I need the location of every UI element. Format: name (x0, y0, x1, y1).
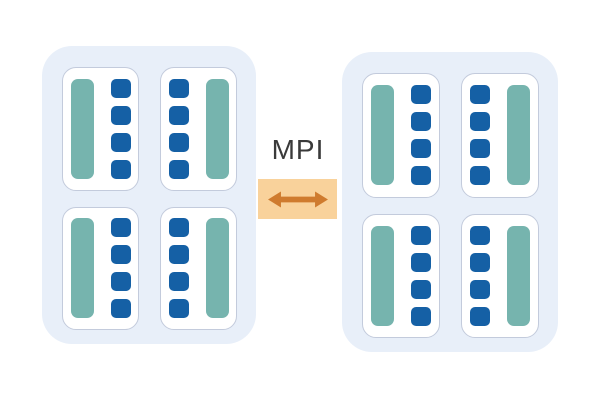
core-square (110, 245, 131, 265)
accelerator-bar (70, 78, 94, 179)
core-column (110, 218, 131, 319)
accelerator-bar (507, 85, 530, 186)
core-square (411, 225, 431, 245)
socket-card (362, 213, 440, 338)
socket-card (62, 206, 139, 330)
core-square (470, 306, 490, 326)
accelerator-bar (70, 218, 94, 319)
core-square (470, 166, 490, 186)
core-square (168, 105, 189, 125)
core-square (168, 78, 189, 98)
core-square (411, 279, 431, 299)
core-square (110, 159, 131, 179)
core-square (470, 279, 490, 299)
socket-card (461, 73, 539, 198)
compute-node-left (42, 46, 256, 344)
compute-node-right (342, 52, 558, 352)
core-square (470, 252, 490, 272)
accelerator-bar (371, 85, 394, 186)
core-square (168, 245, 189, 265)
socket-card (362, 73, 440, 198)
core-column (168, 218, 189, 319)
core-column (470, 225, 490, 326)
core-square (411, 252, 431, 272)
socket-card (160, 206, 237, 330)
core-column (411, 225, 431, 326)
core-square (168, 272, 189, 292)
core-square (110, 105, 131, 125)
mpi-label: MPI (271, 134, 325, 165)
core-square (168, 159, 189, 179)
socket-card (160, 67, 237, 191)
core-square (168, 132, 189, 152)
core-square (168, 299, 189, 319)
core-square (411, 306, 431, 326)
bidirectional-arrow-icon (267, 190, 328, 208)
core-square (470, 139, 490, 159)
core-square (470, 112, 490, 132)
core-square (110, 132, 131, 152)
accelerator-bar (507, 225, 530, 326)
core-column (411, 85, 431, 186)
core-square (411, 112, 431, 132)
core-column (470, 85, 490, 186)
core-square (110, 218, 131, 238)
core-square (110, 299, 131, 319)
core-column (168, 78, 189, 179)
core-square (168, 218, 189, 238)
core-column (110, 78, 131, 179)
accelerator-bar (205, 78, 229, 179)
socket-card (62, 67, 139, 191)
accelerator-bar (371, 225, 394, 326)
mpi-connector (258, 179, 337, 219)
accelerator-bar (205, 218, 229, 319)
core-square (470, 85, 490, 105)
core-square (110, 78, 131, 98)
core-square (470, 225, 490, 245)
core-square (411, 139, 431, 159)
socket-card (461, 213, 539, 338)
core-square (411, 166, 431, 186)
core-square (411, 85, 431, 105)
core-square (110, 272, 131, 292)
